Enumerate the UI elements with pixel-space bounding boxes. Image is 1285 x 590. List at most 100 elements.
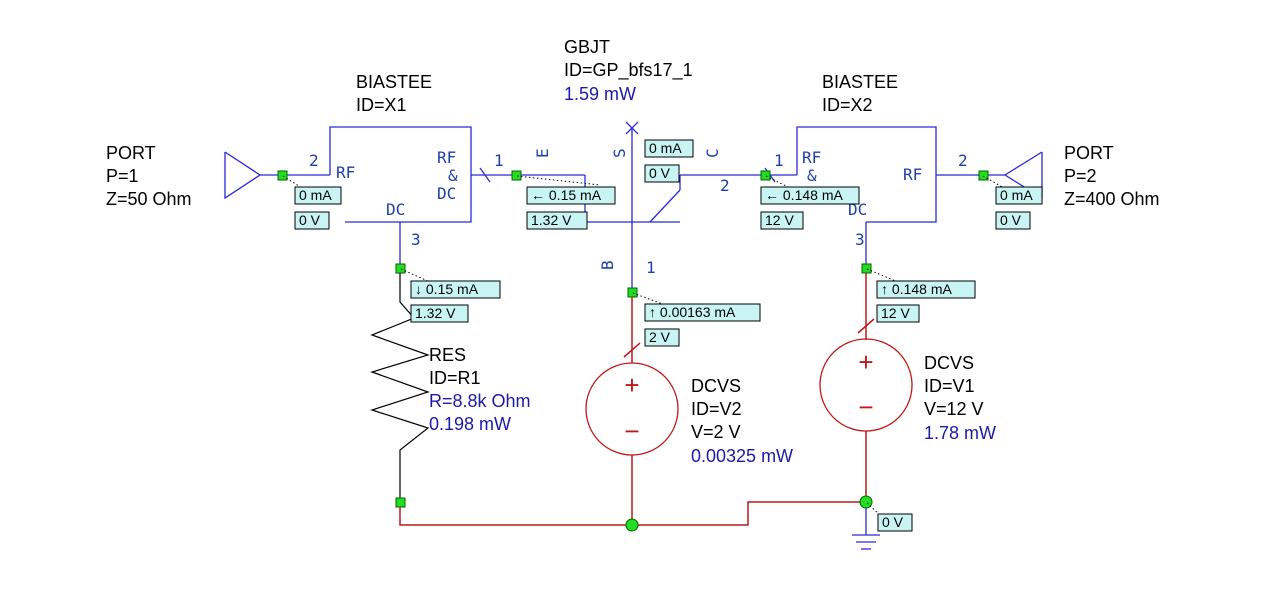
leader-x1-rfdc (516, 175, 601, 186)
svg-text:0 V: 0 V (1000, 212, 1022, 228)
leader-port2 (982, 175, 1005, 189)
biastee-x1-body (329, 126, 472, 223)
leader-x2-dc (866, 268, 899, 283)
biastee-x1[interactable]: BIASTEE ID=X1 RF RF & DC DC 1 3 (329, 72, 585, 274)
dcvs-v2-power: 0.00325 mW (691, 446, 793, 466)
dcvs-v1-tick (857, 318, 875, 334)
dcvs-v2-plus: + (624, 370, 639, 400)
transistor-s-cross-b (625, 121, 639, 135)
svg-text:12 V: 12 V (765, 212, 794, 228)
biastee-x2-dc-label: DC (848, 200, 867, 219)
svg-text:← 0.15 mA: ← 0.15 mA (531, 187, 602, 203)
biastee-x1-rfdc-label-amp: & (448, 166, 458, 185)
biastee-x2[interactable]: BIASTEE ID=X2 RF & DC RF 1 2 3 2 (720, 72, 1005, 274)
dcvs-v2-tick (623, 342, 641, 358)
transistor-collector-diag (649, 189, 681, 223)
biastee-x1-rfdc-label-top: RF (437, 148, 456, 167)
svg-text:0 V: 0 V (882, 514, 904, 530)
port-1-symbol (224, 151, 262, 200)
annotation-x1-dc-current: ↓ 0.15 mA (410, 280, 501, 299)
annotation-x1-rfdc-voltage: 1.32 V (526, 211, 588, 230)
annotation-gnd-voltage: 0 V (877, 513, 913, 532)
resistor-r1-value: R=8.8k Ohm (429, 391, 531, 411)
biastee-x2-type: BIASTEE (822, 72, 898, 92)
port-1-impedance: Z=50 Ohm (106, 189, 192, 209)
leader-x1-dc (400, 268, 431, 283)
port-1-id: P=1 (106, 166, 139, 186)
resistor-r1-bottom-node[interactable] (395, 497, 406, 508)
biastee-x1-dc-label: DC (386, 200, 405, 219)
port-1-pin-number: 2 (309, 151, 319, 170)
biastee-x2-id: ID=X2 (822, 95, 873, 115)
svg-text:↑ 0.148 mA: ↑ 0.148 mA (881, 281, 952, 297)
transistor-pin-s: S (610, 148, 629, 158)
biastee-x1-pin-dc: 3 (411, 230, 421, 249)
biastee-x1-rf-label: RF (336, 163, 355, 182)
resistor-r1[interactable]: RES ID=R1 R=8.8k Ohm 0.198 mW (370, 273, 531, 508)
ground-junction-v2[interactable] (625, 518, 639, 532)
svg-text:0 V: 0 V (649, 165, 671, 181)
port-2-type: PORT (1064, 143, 1114, 163)
dcvs-v2-value: V=2 V (691, 422, 741, 442)
leader-gnd (866, 502, 881, 516)
transistor-power: 1.59 mW (564, 84, 636, 104)
biastee-x1-type: BIASTEE (356, 72, 432, 92)
port-2-impedance: Z=400 Ohm (1064, 189, 1160, 209)
biastee-x1-dc-node[interactable] (395, 263, 406, 274)
biastee-x1-pin-rfdc: 1 (494, 151, 504, 170)
svg-text:← 0.148 mA: ← 0.148 mA (765, 187, 843, 203)
dcvs-v1-id: ID=V1 (924, 376, 975, 396)
svg-text:0 mA: 0 mA (649, 140, 682, 156)
port-1[interactable]: PORT P=1 Z=50 Ohm 2 (106, 143, 330, 209)
resistor-r1-id: ID=R1 (429, 368, 481, 388)
svg-text:↓ 0.15 mA: ↓ 0.15 mA (415, 281, 479, 297)
biastee-x2-body (796, 126, 937, 223)
annotation-x1-rfdc-current: ← 0.15 mA (526, 186, 616, 205)
annotation-x1-dc-voltage: 1.32 V (410, 304, 469, 323)
resistor-r1-power: 0.198 mW (429, 414, 511, 434)
annotation-port2-voltage: 0 V (995, 211, 1031, 230)
biastee-x2-rfdc-label-top: RF (802, 148, 821, 167)
port-2[interactable]: PORT P=2 Z=400 Ohm (978, 143, 1160, 209)
svg-text:1.32 V: 1.32 V (531, 212, 572, 228)
annotation-x2-dc-current: ↑ 0.148 mA (876, 280, 976, 299)
annotation-port1-current: 0 mA (294, 186, 342, 205)
port-1-node[interactable] (277, 170, 288, 181)
transistor-pin-c: C (703, 148, 722, 158)
dcvs-v1[interactable]: + − DCVS ID=V1 V=12 V 1.78 mW (819, 273, 996, 502)
annotation-x2-dc-voltage: 12 V (876, 304, 920, 323)
transistor-base-node[interactable] (627, 287, 638, 298)
dcvs-v1-plus: + (858, 347, 873, 377)
svg-text:0 mA: 0 mA (299, 187, 332, 203)
annotation-port1-voltage: 0 V (294, 211, 330, 230)
biastee-x2-pin-rf: 2 (958, 151, 968, 170)
svg-text:0 mA: 0 mA (1000, 187, 1033, 203)
dcvs-v1-type: DCVS (924, 353, 974, 373)
port-2-node[interactable] (978, 170, 989, 181)
biastee-x1-rfdc-node[interactable] (511, 170, 522, 181)
resistor-r1-zigzag (370, 273, 430, 503)
annotation-q-base-voltage: 2 V (644, 328, 680, 347)
svg-text:2 V: 2 V (649, 329, 671, 345)
biastee-x2-dc-node[interactable] (861, 263, 872, 274)
biastee-x2-pin-rfdc: 1 (774, 151, 784, 170)
annotation-q-s-voltage: 0 V (644, 164, 680, 183)
transistor-type: GBJT (564, 37, 610, 57)
port-1-type: PORT (106, 143, 156, 163)
svg-text:1.32 V: 1.32 V (415, 305, 456, 321)
dcvs-v2-minus: − (624, 416, 639, 446)
dcvs-v1-minus: − (858, 392, 873, 422)
svg-text:0 V: 0 V (299, 212, 321, 228)
dcvs-v2[interactable]: + − DCVS ID=V2 V=2 V 0.00325 mW (585, 297, 793, 525)
transistor-pin-b: B (598, 260, 617, 270)
biastee-x2-rfdc-node[interactable] (760, 170, 771, 181)
leader-q-base (632, 292, 666, 306)
ground-network (399, 495, 880, 550)
svg-text:12 V: 12 V (881, 305, 910, 321)
biastee-x2-pin-extra: 2 (720, 176, 730, 195)
dcvs-v2-type: DCVS (691, 376, 741, 396)
dcvs-v1-value: V=12 V (924, 399, 984, 419)
transistor-pin-b-number: 1 (646, 258, 656, 277)
annotation-x2-rfdc-current: ← 0.148 mA (760, 186, 860, 205)
